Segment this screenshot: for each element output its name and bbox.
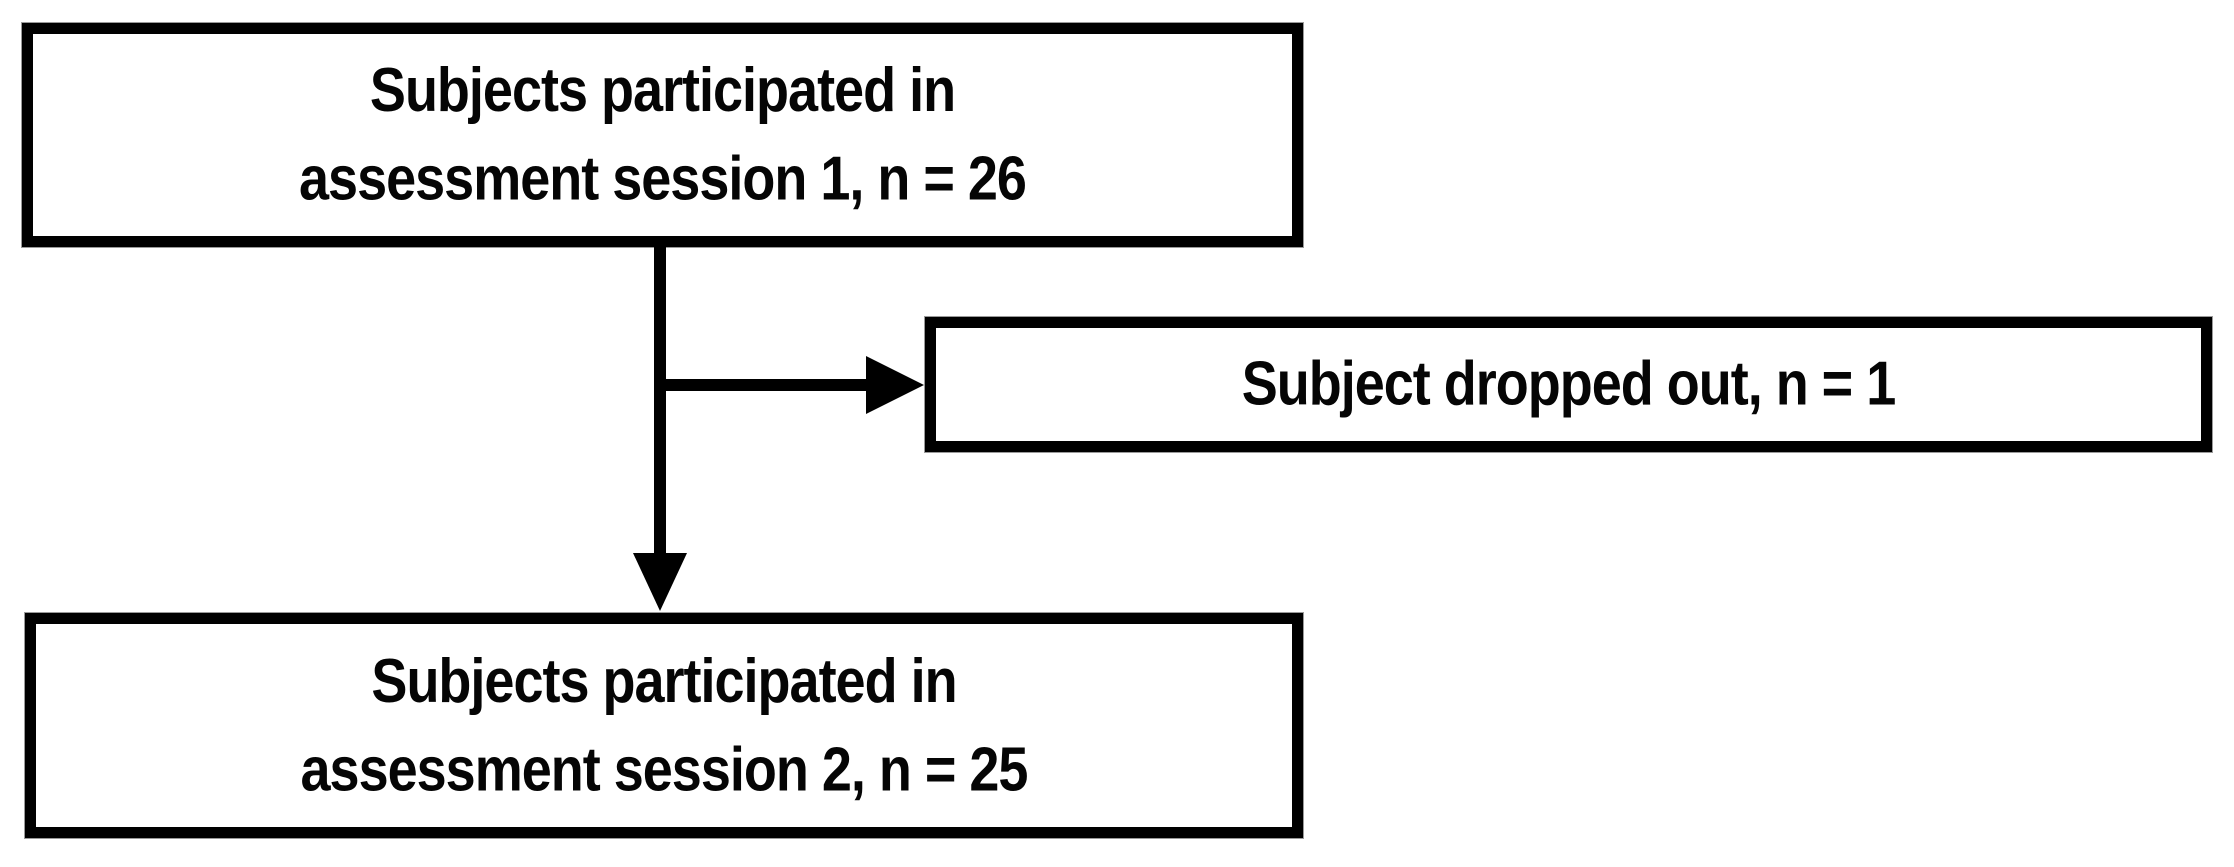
- box-dropout: Subject dropped out, n = 1: [925, 317, 2212, 452]
- text-line: assessment session 1, n = 26: [299, 144, 1027, 214]
- edge-branch-right: [654, 379, 868, 391]
- box-assessment-session-2-label: Subjects participated in assessment sess…: [300, 637, 1029, 813]
- box-assessment-session-1: Subjects participated in assessment sess…: [22, 23, 1303, 247]
- box-assessment-session-1-label: Subjects participated in assessment sess…: [299, 47, 1027, 223]
- arrowhead-right-icon: [866, 356, 924, 414]
- box-assessment-session-2: Subjects participated in assessment sess…: [25, 613, 1303, 838]
- arrowhead-down-icon: [633, 553, 687, 611]
- text-line: Subject dropped out, n = 1: [1241, 349, 1897, 419]
- box-dropout-label: Subject dropped out, n = 1: [1241, 340, 1897, 428]
- text-line: assessment session 2, n = 25: [300, 734, 1029, 804]
- text-line: Subjects participated in: [369, 56, 956, 126]
- text-line: Subjects participated in: [371, 646, 957, 716]
- edge-down-stem: [654, 240, 666, 556]
